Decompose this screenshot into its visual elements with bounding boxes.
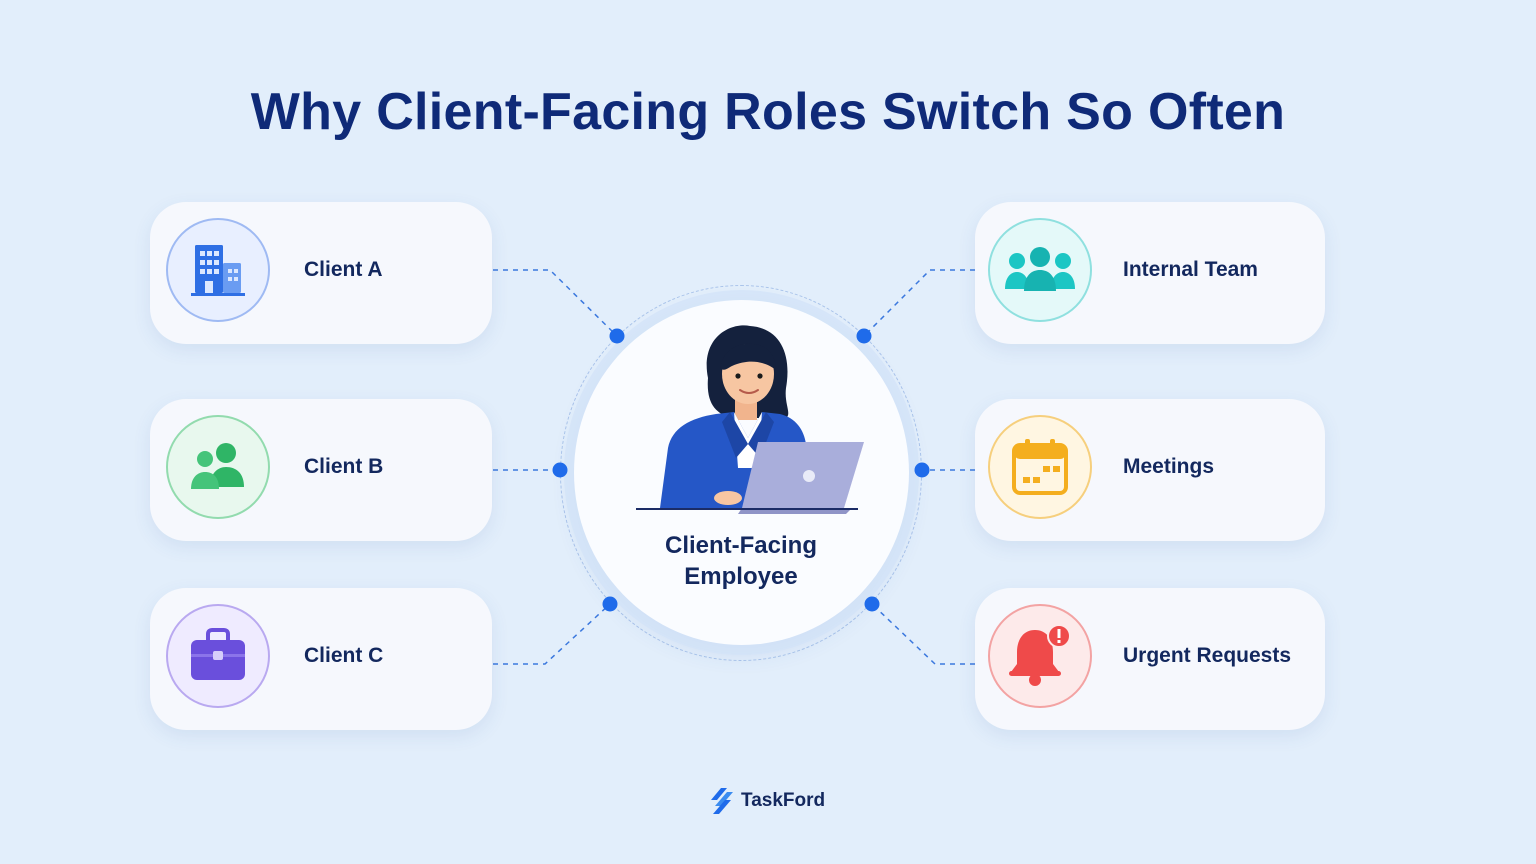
dot-client-a — [609, 328, 625, 344]
bell-alert-icon — [1009, 624, 1071, 686]
center-label-line2: Employee — [684, 563, 798, 590]
page-title: Why Client-Facing Roles Switch So Often — [250, 83, 1286, 141]
dot-internal-team — [856, 328, 872, 344]
calendar-icon — [1012, 439, 1068, 495]
team-icon — [1005, 247, 1075, 291]
taskford-logo-icon — [711, 788, 733, 814]
icon-badge-meetings — [988, 415, 1092, 519]
icon-badge-client-c — [166, 604, 270, 708]
card-label-urgent-requests: Urgent Requests — [1123, 644, 1292, 667]
office-building-icon — [191, 245, 245, 296]
dot-urgent-requests — [864, 596, 880, 612]
card-label-client-a: Client A — [304, 258, 383, 281]
icon-badge-internal-team — [988, 218, 1092, 322]
icon-badge-urgent-requests — [988, 604, 1092, 708]
connector-internal-team — [863, 269, 975, 337]
card-internal-team: Internal Team — [975, 202, 1325, 344]
dot-client-b — [552, 462, 568, 478]
dot-meetings — [914, 462, 930, 478]
dot-client-c — [602, 596, 618, 612]
users-group-icon — [191, 443, 244, 489]
card-client-c: Client C — [150, 588, 492, 730]
card-label-meetings: Meetings — [1123, 455, 1215, 478]
icon-badge-client-b — [166, 415, 270, 519]
connector-urgent-requests — [871, 603, 975, 665]
employee-illustration — [636, 325, 864, 514]
card-label-internal-team: Internal Team — [1123, 258, 1258, 281]
connector-client-c — [493, 603, 611, 665]
card-label-client-b: Client B — [304, 455, 384, 478]
briefcase-icon — [191, 628, 245, 680]
footer-brand: TaskFord — [741, 790, 826, 811]
card-client-a: Client A — [150, 202, 492, 344]
card-meetings: Meetings — [975, 399, 1325, 541]
card-client-b: Client B — [150, 399, 492, 541]
card-label-client-c: Client C — [304, 644, 384, 667]
center-label-line1: Client-Facing — [664, 532, 817, 559]
footer-logo: TaskFord — [707, 786, 825, 816]
card-urgent-requests: Urgent Requests — [975, 588, 1325, 730]
center-label: Client-Facing Employee — [640, 530, 842, 592]
icon-badge-client-a — [166, 218, 270, 322]
